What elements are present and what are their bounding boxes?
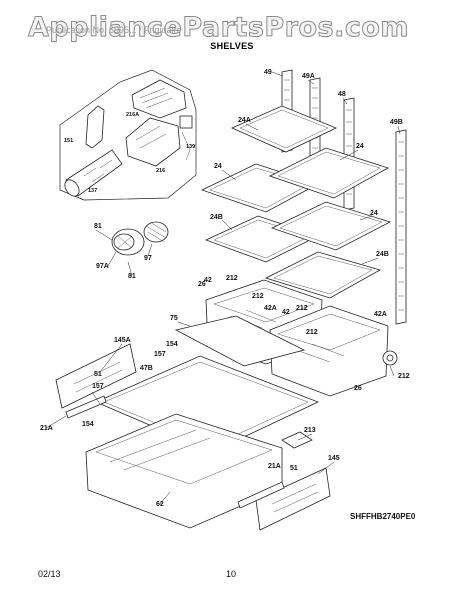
callout-42: 42	[204, 277, 212, 284]
callout-216: 216	[156, 168, 165, 174]
callout-212-c: 212	[296, 305, 308, 312]
callout-51-right: 51	[290, 465, 298, 472]
callout-212-b: 212	[252, 293, 264, 300]
callout-42a-b: 42A	[374, 311, 387, 318]
callout-145a: 145A	[114, 337, 131, 344]
pantry-drawer-62	[85, 413, 283, 529]
callout-24a: 24A	[238, 117, 251, 124]
callout-24b-left: 24B	[210, 214, 223, 221]
clip-212	[382, 350, 398, 366]
watermark-logo: AppliancePartsPros.com	[28, 12, 410, 44]
shelf-24-middle-right	[270, 201, 392, 251]
shelf-24-upper-right	[268, 147, 389, 199]
callout-81-bottom: 81	[128, 273, 136, 280]
callout-212-d: 212	[306, 329, 318, 336]
drawer-front-145a	[55, 343, 137, 409]
drawer-front-145	[255, 467, 331, 531]
callout-21a-right: 21A	[268, 463, 281, 470]
shelf-24a	[231, 105, 337, 153]
callout-75: 75	[170, 315, 178, 322]
callout-97: 97	[144, 255, 152, 262]
callout-97a: 97A	[96, 263, 109, 270]
callout-139: 139	[186, 144, 195, 150]
footer-page-number: 10	[226, 569, 237, 579]
crisper-cover-75	[174, 315, 306, 367]
callout-51-left: 51	[94, 371, 102, 378]
publication-header: Publication No. 5995... / Frigidaire	[46, 25, 182, 35]
bracket-213	[281, 431, 313, 449]
fan-grille	[143, 221, 169, 243]
callout-48: 48	[338, 91, 346, 98]
callout-145: 145	[328, 455, 340, 462]
model-code: SHFFHB2740PE0	[350, 512, 416, 521]
callout-137: 137	[88, 188, 97, 194]
crisper-drawer-right	[269, 305, 389, 397]
callout-26-top: 26	[198, 281, 206, 288]
callout-21a-left: 21A	[40, 425, 53, 432]
callout-24-right: 24	[356, 143, 364, 150]
callout-157-top: 157	[154, 351, 166, 358]
callout-154-top: 154	[166, 341, 178, 348]
callout-212-a: 212	[226, 275, 238, 282]
air-filter-cartridge	[64, 149, 123, 197]
callout-49a: 49A	[302, 73, 315, 80]
shelf-24b-right	[264, 251, 382, 299]
air-filter-housing	[125, 79, 187, 167]
callout-154-bottom: 154	[82, 421, 94, 428]
callout-24-mid: 24	[370, 210, 378, 217]
slide-rail-21a-left	[65, 395, 107, 419]
filter-sensor	[179, 115, 193, 161]
callout-42a-a: 42A	[264, 305, 277, 312]
callout-47b: 47B	[140, 365, 153, 372]
callout-157-bottom: 157	[92, 383, 104, 390]
callout-24b-right: 24B	[376, 251, 389, 258]
shelf-support-rail-far-right	[395, 129, 407, 325]
callout-216a: 216A	[126, 112, 139, 118]
callout-212-e: 212	[398, 373, 410, 380]
callout-49b: 49B	[390, 119, 403, 126]
fan-motor-assembly	[111, 228, 145, 256]
callout-49: 49	[264, 69, 272, 76]
callout-62: 62	[156, 501, 164, 508]
callout-42-b: 42	[282, 309, 290, 316]
leader-lines	[45, 71, 401, 505]
callout-151: 151	[64, 138, 73, 144]
footer-date: 02/13	[38, 569, 61, 579]
slide-rail-21a-right	[237, 481, 285, 509]
section-title: SHELVES	[210, 41, 254, 51]
filter-door	[85, 105, 105, 149]
callout-81-top: 81	[94, 223, 102, 230]
callout-213: 213	[304, 427, 316, 434]
callout-24-left: 24	[214, 163, 222, 170]
callout-26-bottom: 26	[354, 385, 362, 392]
